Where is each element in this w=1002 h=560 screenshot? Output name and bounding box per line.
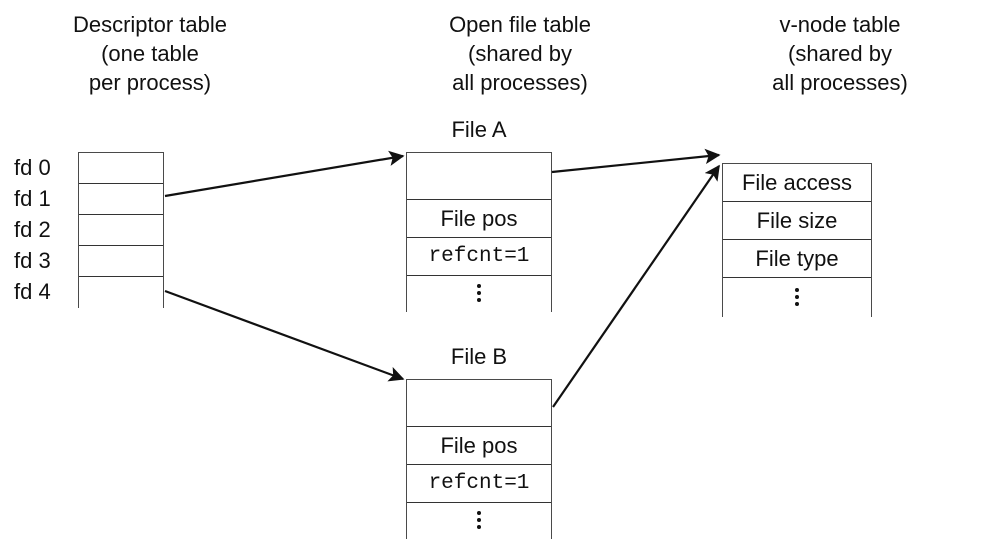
- vertical-ellipsis-icon: [477, 508, 481, 532]
- descriptor-cell-fd0: [79, 153, 163, 184]
- descriptor-cell-fd3: [79, 246, 163, 277]
- file-b-cell-blank: [407, 380, 551, 427]
- descriptor-cell-fd2: [79, 215, 163, 246]
- open-file-table-b: File pos refcnt=1: [406, 379, 552, 539]
- heading-descriptor-table: Descriptor table (one table per process): [72, 12, 228, 95]
- fd-label-4: fd 4: [14, 279, 51, 304]
- vnode-table: File access File size File type: [722, 163, 872, 317]
- file-b-cell-ellipsis: [407, 503, 551, 539]
- file-a-cell-refcnt: refcnt=1: [407, 238, 551, 276]
- fd-label-0: fd 0: [14, 155, 51, 180]
- file-b-cell-refcnt: refcnt=1: [407, 465, 551, 503]
- arrow-fd4-to-file-b: [164, 289, 405, 382]
- vnode-cell-file-type: File type: [723, 240, 871, 278]
- vnode-cell-ellipsis: [723, 278, 871, 317]
- descriptor-table: [78, 152, 164, 308]
- arrow-file-a-to-vnode: [551, 148, 721, 174]
- vnode-cell-file-access: File access: [723, 164, 871, 202]
- fd-label-2: fd 2: [14, 217, 51, 242]
- fd-label-3: fd 3: [14, 248, 51, 273]
- vertical-ellipsis-icon: [477, 281, 481, 305]
- label-file-b: File B: [450, 344, 508, 369]
- fd-label-1: fd 1: [14, 186, 51, 211]
- arrow-fd1-to-file-a: [164, 150, 405, 198]
- vnode-cell-file-size: File size: [723, 202, 871, 240]
- file-a-cell-filepos: File pos: [407, 200, 551, 238]
- descriptor-cell-fd4: [79, 277, 163, 308]
- file-a-cell-ellipsis: [407, 276, 551, 312]
- file-b-cell-filepos: File pos: [407, 427, 551, 465]
- open-file-table-a: File pos refcnt=1: [406, 152, 552, 312]
- file-a-cell-blank: [407, 153, 551, 200]
- vertical-ellipsis-icon: [795, 285, 799, 309]
- heading-open-file-table: Open file table (shared by all processes…: [449, 12, 591, 95]
- descriptor-cell-fd1: [79, 184, 163, 215]
- arrow-file-b-to-vnode: [552, 164, 720, 408]
- label-file-a: File A: [451, 117, 507, 142]
- heading-vnode-table: v-node table (shared by all processes): [772, 12, 908, 95]
